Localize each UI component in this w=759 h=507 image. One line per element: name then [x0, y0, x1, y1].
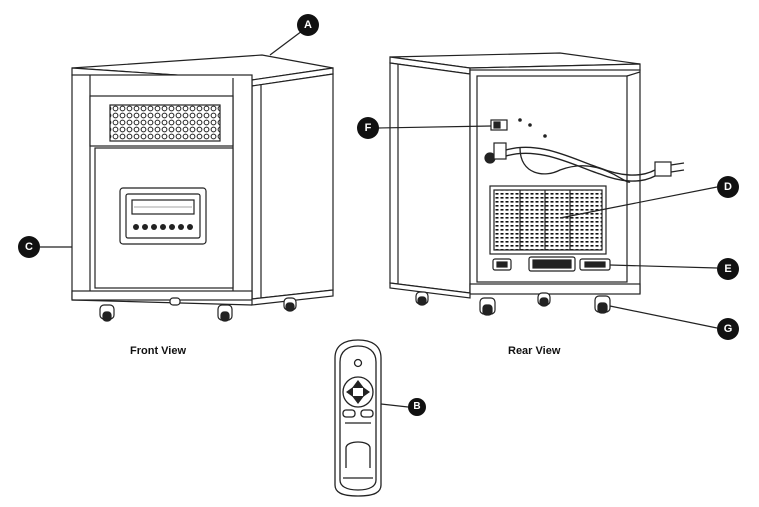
remote-ir-window [353, 358, 363, 368]
front-base [71, 290, 253, 301]
rear-heater [389, 52, 685, 316]
filter-handles [492, 256, 611, 272]
callout-c: C [18, 236, 40, 258]
rear-base [469, 283, 641, 295]
front-heater [71, 54, 334, 322]
control-buttons [133, 224, 193, 230]
front-casters [99, 297, 297, 322]
callout-d: D [717, 176, 739, 198]
rear-vent [493, 189, 603, 251]
front-grill [109, 104, 221, 142]
remote-dpad [342, 376, 374, 408]
rear-side-panel [389, 62, 471, 294]
callout-a: A [297, 14, 319, 36]
front-side-panel [251, 73, 334, 300]
remote-button-right [360, 409, 374, 418]
callout-g: G [717, 318, 739, 340]
callout-f: F [357, 117, 379, 139]
remote-control [334, 339, 382, 497]
leader-lines [40, 27, 718, 408]
rear-casters [415, 291, 611, 316]
front-view-caption: Front View [130, 345, 187, 357]
callout-e: E [717, 258, 739, 280]
remote-button-left [342, 409, 356, 418]
rear-view-caption: Rear View [508, 345, 561, 357]
callout-b: B [408, 398, 426, 416]
power-cord [505, 146, 656, 182]
